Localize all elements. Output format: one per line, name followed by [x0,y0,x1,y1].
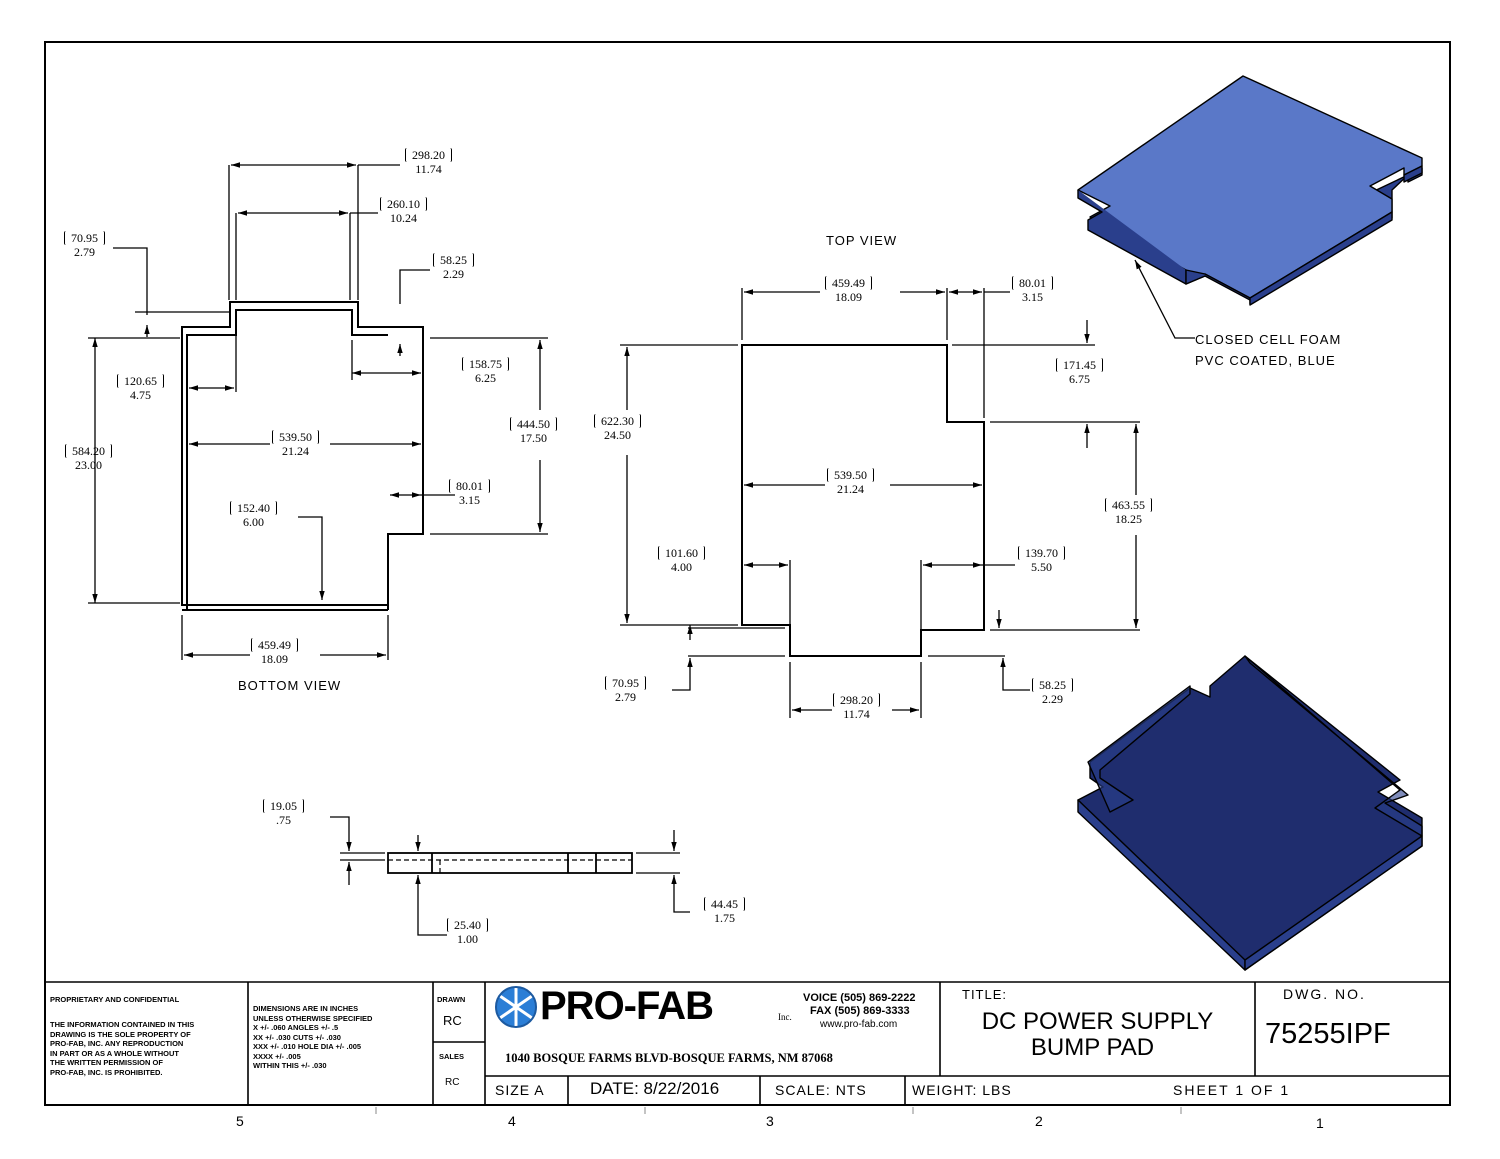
sheet-border [44,41,1451,1106]
sheet-number: SHEET 1 OF 1 [1173,1082,1291,1098]
dim-side-19: 19.05.75 [263,799,304,827]
bottom-view-label: BOTTOM VIEW [238,678,342,693]
zone-4: 4 [508,1113,516,1129]
drawn-value: RC [443,1013,462,1028]
company-phone: VOICE (505) 869-2222 [803,992,916,1004]
proprietary-title: PROPRIETARY AND CONFIDENTIAL [50,995,180,1004]
zone-ticks [375,1107,1182,1114]
zone-5: 5 [236,1113,244,1129]
company-website: www.pro-fab.com [820,1019,898,1030]
proprietary-notice: THE INFORMATION CONTAINED IN THIS DRAWIN… [50,1020,195,1077]
drawn-label: DRAWN [437,995,466,1004]
zone-2: 2 [1035,1113,1043,1129]
drawing-weight: WEIGHT: LBS [912,1082,1012,1098]
material-note-line-2: PVC COATED, BLUE [1195,353,1336,368]
side-view-hidden-lines [388,859,632,873]
title-block-grid [45,981,1450,1105]
company-fax: FAX (505) 869-3333 [810,1005,910,1017]
sales-label: SALES [439,1052,465,1061]
top-view-label: TOP VIEW [826,233,898,248]
title-label: TITLE: [962,987,1008,1002]
drawing-scale: SCALE: NTS [775,1082,867,1098]
drawing-title-line-2: BUMP PAD [1030,1034,1155,1061]
side-view-dimensions [330,816,690,936]
top-view-dimensions [620,288,1140,718]
material-note-line-1: CLOSED CELL FOAM [1195,332,1342,347]
company-address: 1040 BOSQUE FARMS BLVD-BOSQUE FARMS, NM … [505,1051,833,1065]
iso-top-view [1077,75,1423,306]
sales-value: RC [445,1077,460,1088]
top-view-outline [741,344,985,657]
side-view-outline [387,852,633,874]
sheet-size: SIZE A [495,1082,545,1098]
company-logo-text: PRO-FAB [540,984,714,1028]
dwg-no-label: DWG. NO. [1283,986,1366,1002]
tolerance-notes: DIMENSIONS ARE IN INCHES UNLESS OTHERWIS… [253,1004,373,1070]
logo-globe-icon [495,986,537,1028]
drawing-title-line-1: DC POWER SUPPLY [981,1008,1214,1035]
company-logo-suffix: Inc. [778,1012,792,1022]
bottom-view-dimensions [88,162,548,660]
zone-3: 3 [766,1113,774,1129]
drawing-number: 75255IPF [1265,1018,1391,1050]
drawing-date: DATE: 8/22/2016 [590,1079,720,1098]
zone-1: 1 [1316,1115,1324,1131]
bottom-view-outline [181,301,424,611]
material-leader [1134,259,1195,339]
iso-bottom-view [1077,655,1423,971]
material-note: CLOSED CELL FOAM PVC COATED, BLUE [1195,329,1341,371]
